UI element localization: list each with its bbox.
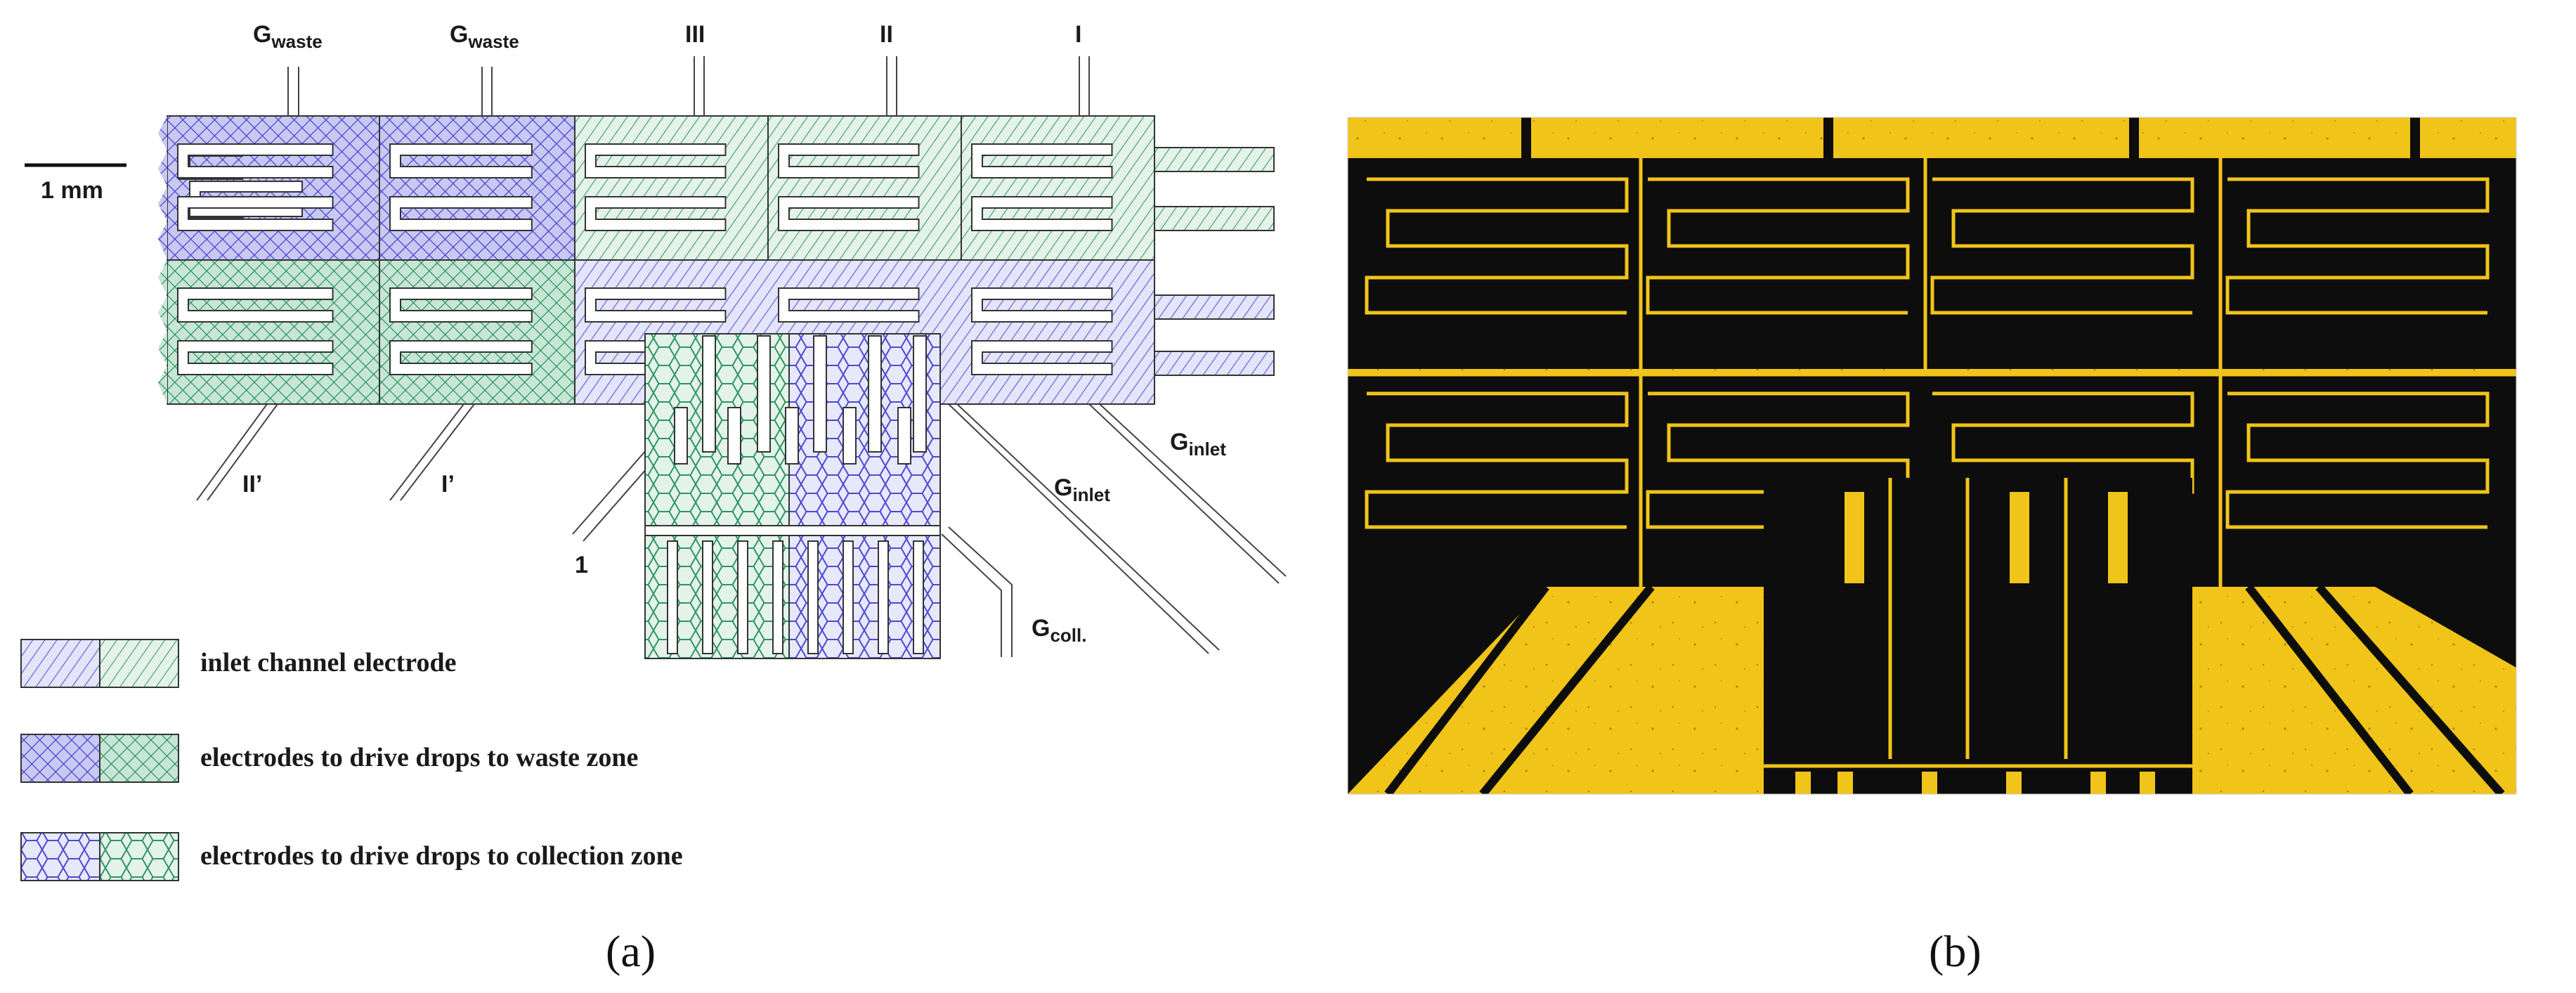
panel-b-photo (1348, 117, 2516, 794)
side-label: 1 (575, 552, 588, 578)
electrode-II (767, 115, 962, 261)
electrode-gwaste-2 (379, 115, 575, 261)
electrode-I-prime (379, 259, 575, 405)
legend-item-waste: electrodes to drive drops to waste zone (20, 734, 638, 783)
electrode-II-prime (167, 259, 380, 405)
panel-b-frame (1347, 117, 2517, 795)
side-label: II’ (242, 471, 262, 498)
legend-item-inlet: inlet channel electrode (20, 639, 456, 688)
side-label: Ginlet (1170, 429, 1226, 460)
top-label: Gwaste (450, 21, 519, 52)
side-label: Ginlet (1054, 474, 1110, 505)
legend: inlet channel electrode electrodes to dr… (20, 639, 683, 881)
side-label: I’ (441, 471, 455, 498)
top-label: Gwaste (253, 21, 323, 52)
panel-a: 1 mm (20, 21, 1287, 976)
caption-a: (a) (606, 926, 656, 976)
scale-bar-label: 1 mm (41, 177, 103, 204)
svg-text:electrodes to drive drops to w: electrodes to drive drops to waste zone (200, 743, 638, 772)
top-label: II (880, 21, 893, 48)
svg-text:inlet channel electrode: inlet channel electrode (200, 648, 456, 677)
top-label: I (1075, 21, 1081, 48)
side-label: Gcoll. (1032, 615, 1086, 646)
electrode-III (574, 115, 769, 261)
electrode-I (961, 115, 1155, 261)
legend-item-collection: electrodes to drive drops to collection … (20, 832, 683, 881)
top-label: III (685, 21, 705, 48)
caption-b: (b) (1929, 926, 1982, 976)
svg-text:electrodes to drive drops to c: electrodes to drive drops to collection … (200, 841, 683, 871)
